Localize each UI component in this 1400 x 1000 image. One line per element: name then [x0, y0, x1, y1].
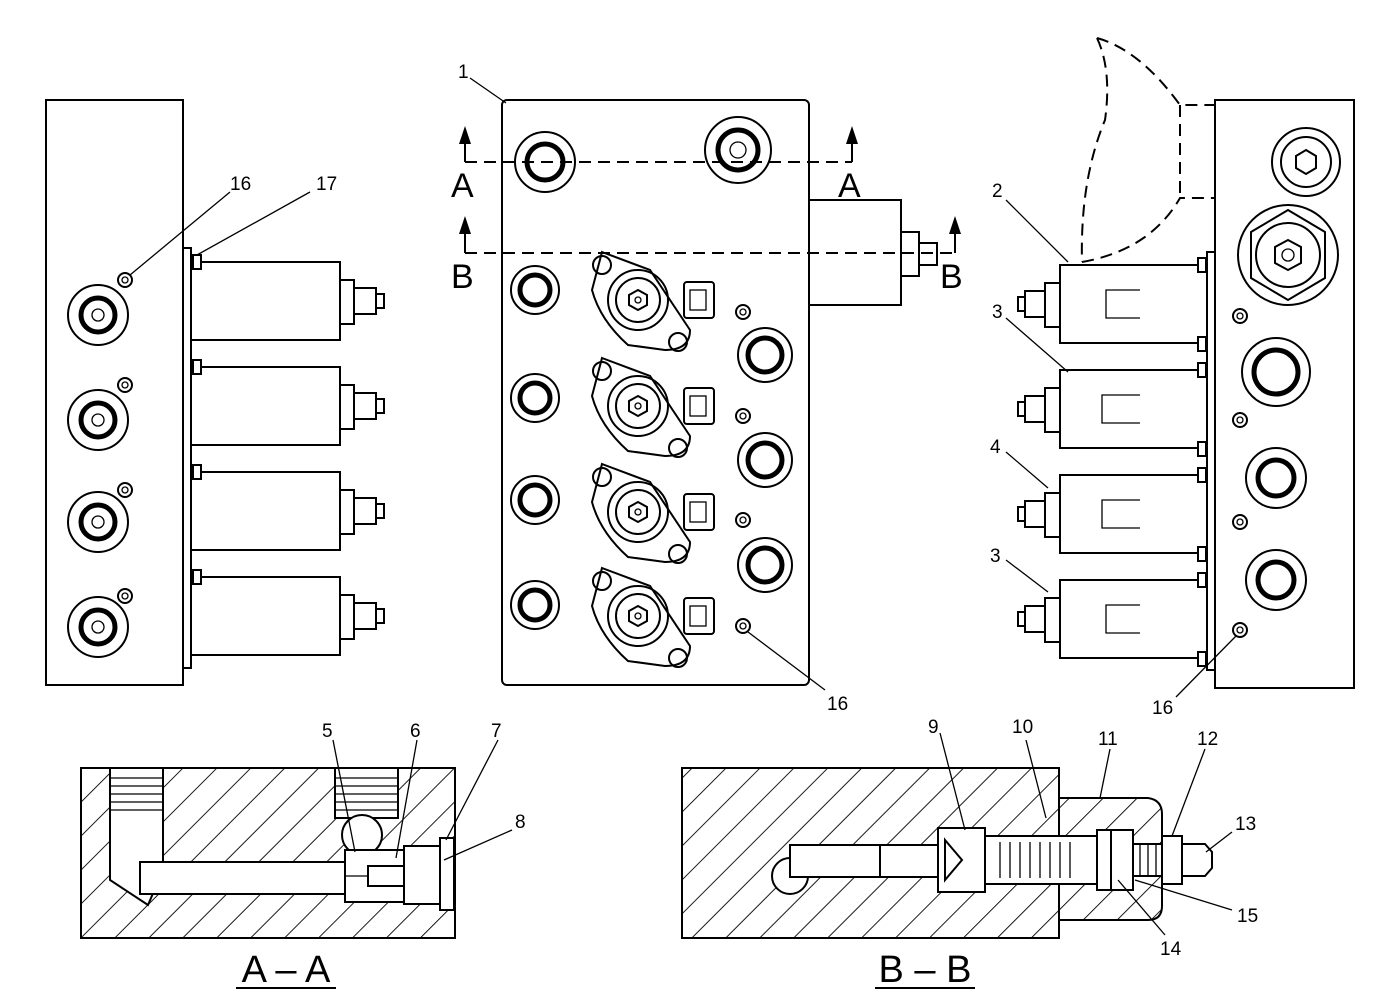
- callout-6: 6: [410, 721, 421, 742]
- section-b-title: B – B: [879, 949, 972, 991]
- section-marker-a-left: A: [451, 167, 474, 205]
- left-solenoid-3: [190, 464, 385, 551]
- left-solenoid-1: [190, 254, 385, 341]
- leader-8: [443, 829, 513, 861]
- callout-16-left: 16: [230, 174, 251, 195]
- leader-11: [1099, 748, 1111, 799]
- section-a-passage: [139, 861, 351, 895]
- leader-17: [196, 191, 311, 256]
- left-valve-body: [45, 99, 184, 686]
- left-side-view: 16 17: [45, 99, 385, 686]
- callout-17: 17: [316, 174, 337, 195]
- callout-15: 15: [1237, 906, 1258, 927]
- leader-16-right: [1175, 635, 1237, 698]
- solenoid-coil-3: [590, 462, 715, 564]
- left-solenoid-2: [190, 359, 385, 446]
- solenoid-coil-1: [590, 250, 715, 352]
- leader-12: [1171, 748, 1206, 837]
- right-solenoid-2: [1017, 362, 1208, 457]
- leader-16-left: [129, 191, 231, 276]
- left-port-2: [67, 389, 129, 451]
- callout-1: 1: [458, 62, 469, 83]
- section-a-title: A – A: [242, 949, 331, 991]
- leader-15: [1134, 879, 1233, 911]
- right-relief-valve-face: [1237, 204, 1339, 306]
- solenoid-coil-4: [590, 566, 715, 668]
- callout-3-upper: 3: [992, 302, 1003, 323]
- leader-16-center: [747, 631, 826, 691]
- callout-12: 12: [1197, 729, 1218, 750]
- leader-14: [1117, 879, 1166, 936]
- right-solenoid-3: [1017, 467, 1208, 562]
- leader-9: [939, 732, 966, 831]
- center-top-view: A A B B 1 16: [451, 62, 963, 715]
- solenoid-coil-2: [590, 356, 715, 458]
- left-port-1: [67, 284, 129, 346]
- section-a-a: 5 6 7 8 A – A: [80, 721, 526, 991]
- phantom-mount-outline: [1080, 37, 1215, 263]
- right-mount-plate: [1206, 251, 1216, 671]
- left-solenoid-4: [190, 569, 385, 656]
- callout-2: 2: [992, 181, 1003, 202]
- section-marker-a-right: A: [838, 167, 861, 205]
- callout-11: 11: [1098, 729, 1118, 750]
- section-marker-b-left: B: [451, 258, 474, 296]
- center-left-ports: [510, 265, 560, 630]
- leader-13: [1205, 831, 1233, 853]
- callout-5: 5: [322, 721, 333, 742]
- relief-valve-internals: [879, 827, 1213, 893]
- center-orifice-plugs: [735, 304, 751, 634]
- section-line-a: [459, 126, 858, 163]
- leader-4: [1005, 451, 1049, 489]
- callout-4: 4: [990, 437, 1001, 458]
- check-valve-assembly: [344, 837, 455, 911]
- callout-3-lower: 3: [990, 546, 1001, 567]
- section-marker-b-right: B: [940, 258, 963, 296]
- callout-9: 9: [928, 717, 939, 738]
- center-right-ports: [737, 327, 793, 593]
- leader-5: [332, 739, 356, 853]
- right-orifice-plugs: [1232, 308, 1248, 638]
- callout-16-center: 16: [827, 694, 848, 715]
- leader-2: [1005, 199, 1069, 263]
- right-side-view: 2 3 4 3 16: [990, 37, 1355, 719]
- left-port-4: [67, 596, 129, 658]
- leader-1: [469, 77, 507, 104]
- leader-10: [1025, 739, 1047, 819]
- callout-16-right: 16: [1152, 698, 1173, 719]
- section-line-b: [459, 216, 961, 254]
- section-b-b: 9 10 11 12 13 14 15 B – B: [681, 717, 1258, 991]
- left-mount-plate: [182, 247, 192, 669]
- right-solenoid-4: [1017, 572, 1208, 667]
- right-hex-socket-plug: [1271, 127, 1341, 197]
- callout-8: 8: [515, 812, 526, 833]
- leader-3-lower: [1005, 559, 1049, 593]
- left-orifice-plugs: [117, 272, 133, 604]
- left-port-3: [67, 491, 129, 553]
- callout-7: 7: [491, 721, 502, 742]
- callout-14: 14: [1160, 939, 1182, 960]
- leader-6: [395, 739, 418, 859]
- leader-3-upper: [1005, 317, 1069, 373]
- callout-13: 13: [1235, 814, 1256, 835]
- callout-10: 10: [1012, 717, 1033, 738]
- section-a-port-right: [334, 767, 399, 819]
- right-solenoid-1: [1017, 257, 1208, 352]
- right-ports: [1241, 337, 1311, 611]
- leader-7: [445, 739, 499, 841]
